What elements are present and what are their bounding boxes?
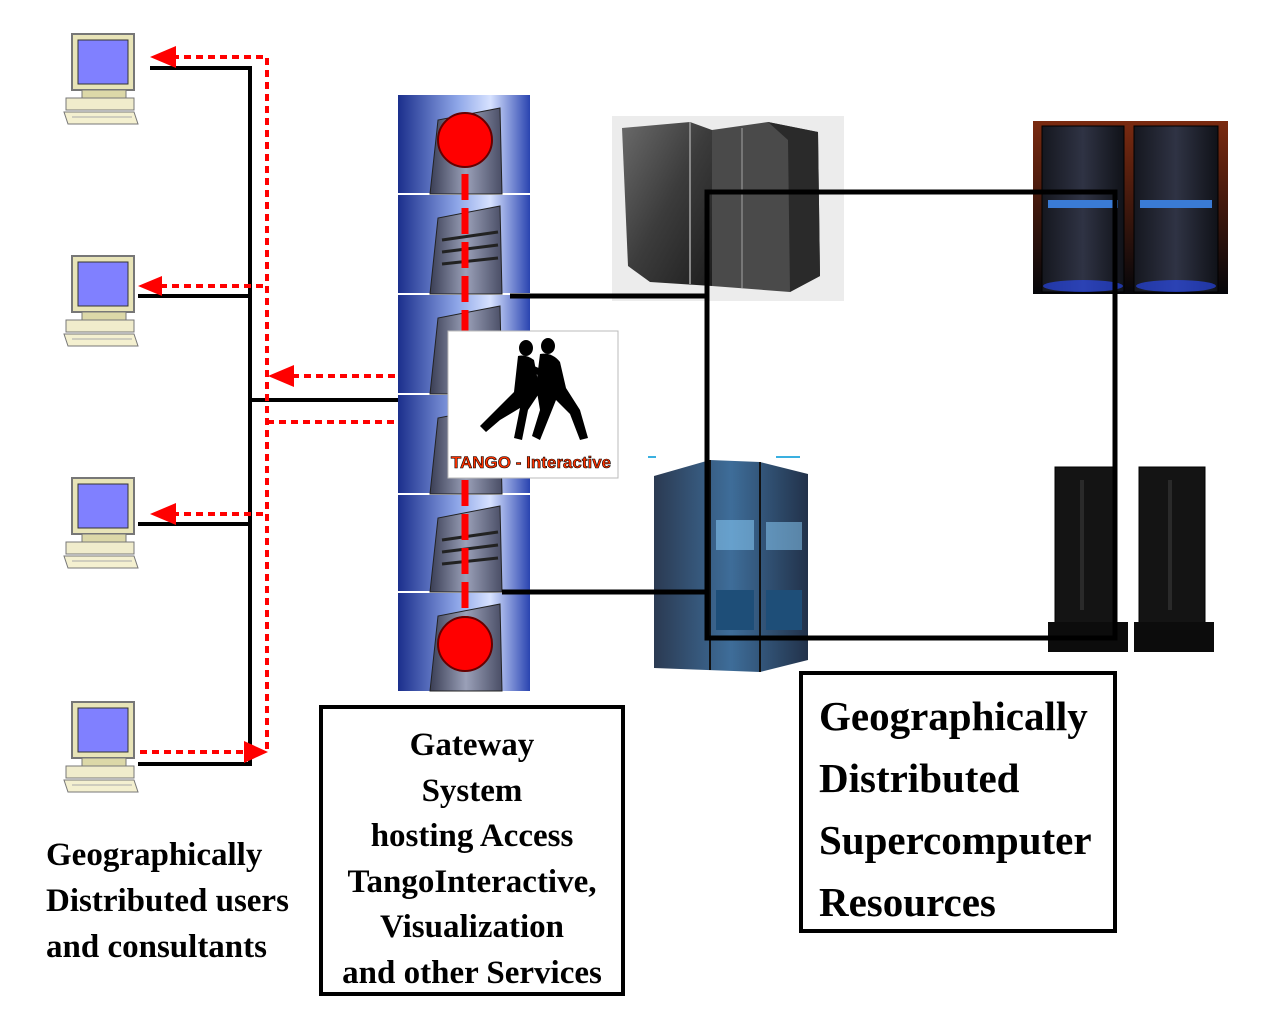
users-caption: Geographically Distributed users and con… <box>46 832 326 970</box>
gateway-node-bottom <box>437 616 493 672</box>
resources-caption-line: Geographically <box>819 693 1088 739</box>
user-network-links <box>138 66 400 766</box>
users-caption-line: Distributed users <box>46 883 289 919</box>
gateway-caption: Gateway System hosting Access TangoInter… <box>323 723 621 996</box>
workstation-icon <box>63 477 139 569</box>
gateway-caption-line: Visualization <box>380 909 564 945</box>
workstation-icon <box>63 701 139 793</box>
gateway-node-top <box>437 112 493 168</box>
gateway-caption-line: TangoInteractive, <box>347 863 597 900</box>
gateway-caption-line: Gateway <box>409 727 535 763</box>
resources-caption-line: Resources <box>819 879 996 925</box>
tango-dancers-logo: TANGO - Interactive <box>447 330 619 479</box>
gateway-caption-box: Gateway System hosting Access TangoInter… <box>319 705 625 996</box>
workstation-icon <box>63 255 139 347</box>
data-flow-arrows <box>138 46 440 763</box>
supercomputer-icon <box>612 116 1228 672</box>
users-caption-line: Geographically <box>46 837 263 873</box>
gateway-caption-line: System <box>421 772 523 809</box>
users-caption-line: and consultants <box>46 929 267 965</box>
gateway-caption-line: hosting Access <box>370 818 574 854</box>
resources-caption-line: Distributed <box>819 755 1020 801</box>
resources-caption: Geographically Distributed Supercomputer… <box>819 685 1119 933</box>
gateway-caption-line: and other Services <box>342 954 602 991</box>
tango-logo-text: TANGO - Interactive <box>451 453 611 472</box>
resources-caption-box: Geographically Distributed Supercomputer… <box>799 671 1117 933</box>
workstation-icon <box>63 33 139 125</box>
resources-caption-line: Supercomputer <box>819 817 1092 863</box>
resource-network-links <box>502 189 1118 641</box>
